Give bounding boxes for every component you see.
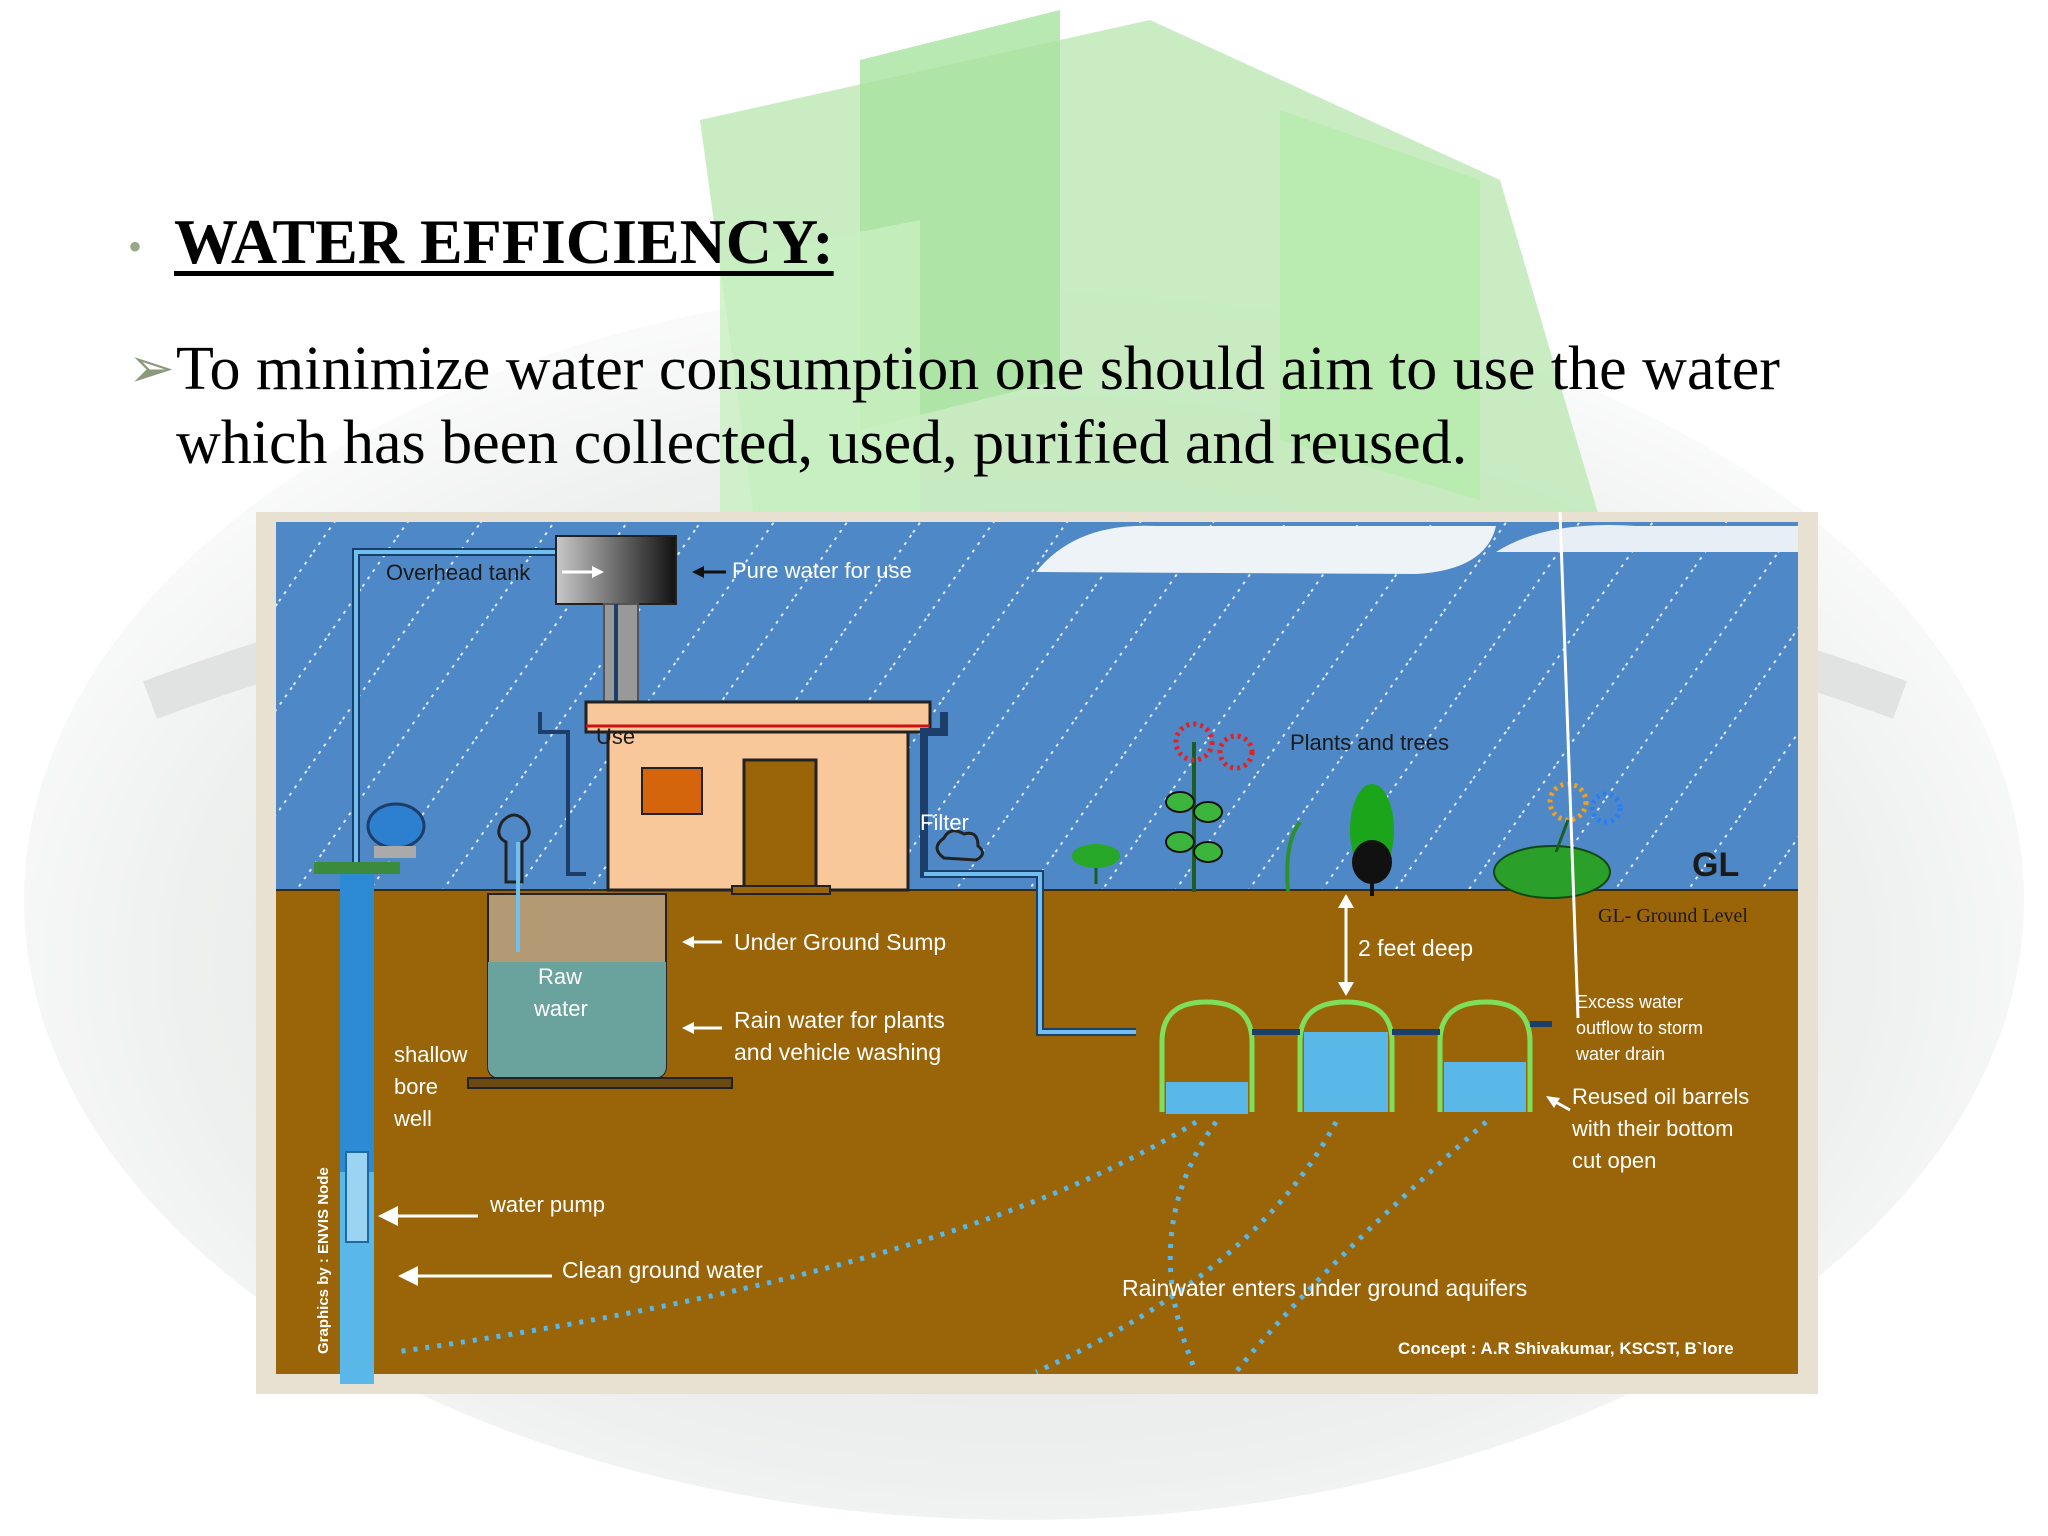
door-step [731, 885, 831, 895]
label-water-pump: water pump [489, 1192, 605, 1217]
depth-arrow-head-down [1338, 982, 1354, 996]
right-roof-drain-inner [924, 872, 1136, 1034]
house-window [641, 767, 703, 815]
arrow-bullet-icon: ➢ [128, 338, 175, 400]
label-graphics-by: Graphics by : ENVIS Node [315, 1167, 332, 1354]
label-raw-water-1: Raw [538, 964, 582, 989]
cloud [1036, 525, 1496, 574]
label-excess-1: Excess water [1576, 992, 1683, 1012]
sump-base [467, 1077, 733, 1089]
label-rain-water-2: and vehicle washing [734, 1039, 941, 1065]
rainwater-harvesting-diagram: Overhead tank Pure water for use Use Fil… [256, 512, 1818, 1394]
label-under-ground-sump: Under Ground Sump [734, 929, 946, 955]
label-reused-2: with their bottom [1571, 1116, 1733, 1141]
plants [1072, 721, 1623, 899]
label-reused-1: Reused oil barrels [1572, 1084, 1749, 1109]
label-filter: Filter [920, 810, 969, 835]
label-clean-ground-water: Clean ground water [562, 1257, 763, 1283]
tap-icon [497, 813, 531, 884]
label-gl-ground-level: GL- Ground Level [1598, 905, 1748, 927]
left-roof-drain [538, 712, 586, 876]
label-two-feet: 2 feet deep [1358, 935, 1473, 961]
label-shallow-1: shallow [394, 1042, 467, 1067]
overhead-tank [555, 535, 677, 605]
label-plants-trees: Plants and trees [1290, 730, 1449, 755]
pump-motor-icon [366, 802, 426, 850]
motor-base [374, 846, 416, 858]
label-use: Use [596, 724, 635, 749]
oil-barrels [1159, 999, 1552, 1114]
filter-icon [935, 829, 984, 862]
supply-pipe-inner [354, 550, 556, 862]
bullet-dot-icon: • [128, 224, 143, 269]
label-concept: Concept : A.R Shivakumar, KSCST, B`lore [1398, 1339, 1734, 1358]
label-shallow-3: well [393, 1106, 432, 1131]
label-pure-water: Pure water for use [732, 558, 912, 583]
depth-arrow-head-up [1338, 894, 1354, 908]
sump-raw-water [488, 962, 666, 1078]
well-cap [314, 862, 400, 874]
label-excess-3: water drain [1575, 1044, 1665, 1064]
slide-heading: WATER EFFICIENCY: [174, 206, 834, 277]
label-rainwater-aquifers: Rainwater enters under ground aquifers [1122, 1275, 1527, 1301]
label-overhead-tank: Overhead tank [386, 560, 531, 585]
slide-body-text: To minimize water consumption one should… [176, 335, 1780, 477]
aquifer-flow [395, 1119, 1488, 1375]
label-shallow-2: bore [394, 1074, 438, 1099]
label-reused-3: cut open [1572, 1148, 1656, 1173]
label-excess-2: outflow to storm [1576, 1018, 1703, 1038]
cloud [1496, 525, 1798, 552]
label-gl: GL [1692, 846, 1739, 884]
house-door [742, 758, 818, 892]
label-arrows [378, 512, 1580, 1286]
label-rain-water-1: Rain water for plants [734, 1007, 945, 1033]
water-pump [345, 1151, 369, 1243]
tank-stand [603, 603, 639, 705]
rain-streaks [276, 522, 1798, 902]
label-raw-water-2: water [533, 996, 588, 1021]
